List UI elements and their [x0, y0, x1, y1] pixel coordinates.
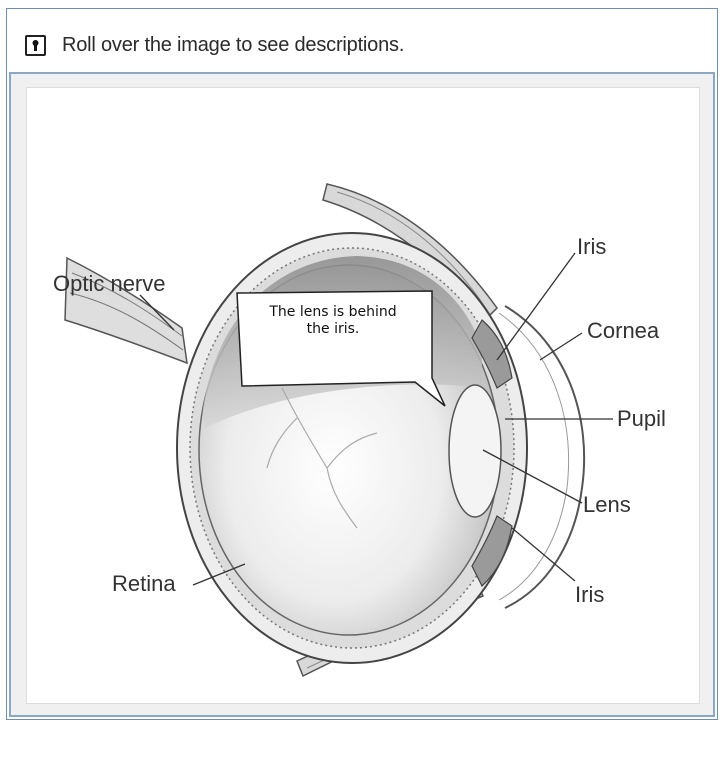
label-iris-top[interactable]: Iris: [577, 234, 606, 259]
eye-cross-section-diagram[interactable]: The lens is behind the iris. Optic nerve…: [27, 88, 699, 703]
label-lens[interactable]: Lens: [583, 492, 631, 517]
lens: [449, 385, 501, 517]
instruction-bar: Roll over the image to see descriptions.: [7, 9, 717, 71]
label-retina[interactable]: Retina: [112, 571, 176, 596]
tooltip-line-2: the iris.: [307, 321, 360, 337]
label-pupil[interactable]: Pupil: [617, 406, 666, 431]
keyhole-icon: [25, 35, 46, 56]
tooltip-line-1: The lens is behind: [268, 304, 396, 320]
label-optic-nerve[interactable]: Optic nerve: [53, 271, 166, 296]
eye-diagram-panel: Roll over the image to see descriptions.: [6, 8, 718, 720]
image-frame: The lens is behind the iris. Optic nerve…: [9, 72, 715, 717]
label-cornea[interactable]: Cornea: [587, 318, 660, 343]
eye-image[interactable]: The lens is behind the iris. Optic nerve…: [27, 88, 699, 703]
label-iris-bottom[interactable]: Iris: [575, 582, 604, 607]
instruction-text: Roll over the image to see descriptions.: [62, 34, 404, 57]
